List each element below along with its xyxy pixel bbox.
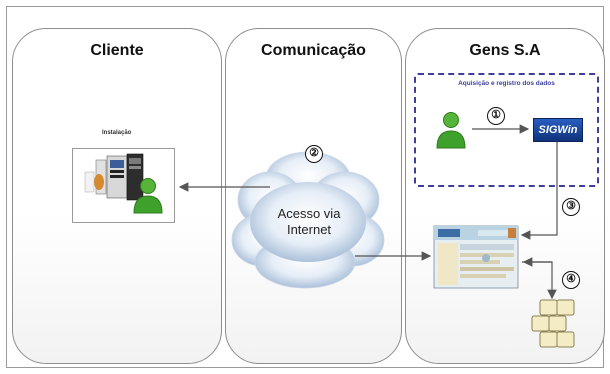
panel-cliente xyxy=(12,28,222,364)
cloud-label-line1: Acesso via xyxy=(277,206,341,221)
step-2-badge: ② xyxy=(305,145,323,163)
panel-cliente-title: Cliente xyxy=(90,42,144,59)
step-1-badge: ① xyxy=(487,107,505,125)
acquisition-box xyxy=(414,73,599,187)
install-label: Instalação xyxy=(102,130,132,136)
acquisition-box-title: Aquisição e registro dos dados xyxy=(458,80,555,87)
step-3-badge: ③ xyxy=(562,198,580,216)
panel-comunicacao-title: Comunicação xyxy=(261,42,366,59)
sigwin-logo: SIGWin xyxy=(533,118,583,142)
step-4-badge: ④ xyxy=(562,271,580,289)
panel-gens-title: Gens S.A xyxy=(469,42,541,59)
cloud-label-line2: Internet xyxy=(286,222,332,237)
